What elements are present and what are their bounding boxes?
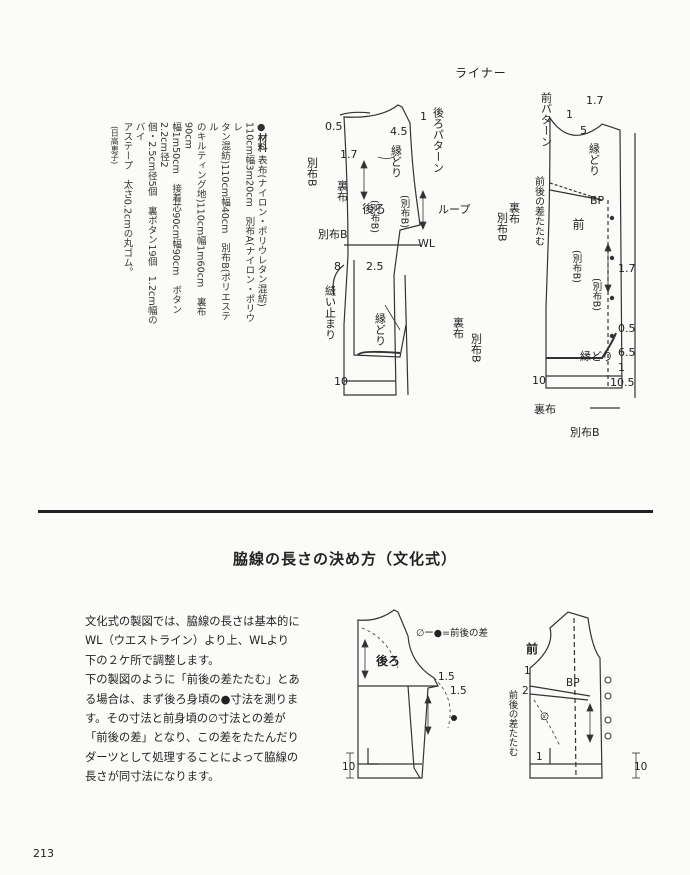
back-label-pattern: 後ろパターン bbox=[432, 106, 445, 173]
measure-dot bbox=[451, 715, 457, 721]
front-label: 前 bbox=[571, 217, 585, 230]
front-num-1: 1 bbox=[566, 108, 573, 121]
materials-line: 幅1m50cm 接着芯90cm幅90cm ボタン2.2cm径2 bbox=[158, 122, 182, 314]
materials-line: 110cm幅3m20cm 別布A(ナイロン・ポリウレ bbox=[231, 122, 255, 323]
materials-author: (日高恵子) bbox=[110, 126, 120, 165]
front-label-lining: 裏布 bbox=[508, 201, 521, 225]
small-back-num-15a: 1.5 bbox=[438, 671, 455, 683]
back-label-other-b3: 別布B bbox=[470, 333, 483, 363]
back-label-lining2: 裏布 bbox=[452, 316, 465, 340]
small-front-num-10: 10 bbox=[634, 761, 647, 773]
front-num-65: 6.5 bbox=[618, 346, 636, 359]
back-label-other-b: 別布B bbox=[318, 228, 348, 241]
front-label-other-b2: 別布B bbox=[570, 426, 600, 439]
front-label-lining2: 裏布 bbox=[534, 402, 556, 416]
materials-line: タン混紡)110cm幅40cm 別布B(ポリエステル bbox=[206, 122, 231, 321]
front-label-bp: BP bbox=[590, 194, 605, 207]
small-front-label-bp: BP bbox=[566, 677, 580, 689]
back-num-1: 1 bbox=[420, 110, 427, 123]
small-back-diagram: 後ろ ∅ー●=前後の差 1.5 1.5 10 bbox=[342, 609, 488, 779]
front-pattern-diagram: 1.7 5 1 1.7 0.5 6.5 1 10.5 10 BP 縁どり 裏布 … bbox=[496, 91, 636, 439]
front-label-edge2: 縁どり bbox=[580, 349, 613, 363]
back-label-edge2: 縁どり bbox=[374, 312, 387, 346]
back-num-25: 2.5 bbox=[366, 260, 384, 273]
paragraph-line: 「前後の差」となり、この差をたたんだり bbox=[85, 731, 299, 745]
back-label-edge: 縁どり bbox=[390, 144, 403, 178]
front-label-other-b: 別布B bbox=[496, 212, 509, 242]
small-front-diagram: 前 BP 1 2 1 10 ∅ 前後の差たたむ bbox=[507, 611, 647, 779]
front-label-fabric-b: (別布B) bbox=[571, 250, 583, 283]
back-label-other-b2: 別布B bbox=[306, 157, 319, 187]
section-paragraph: 文化式の製図では、脇線の長さは基本的に WL（ウエストライン）より上、WLより … bbox=[85, 612, 333, 787]
small-front-num-1b: 1 bbox=[536, 751, 543, 763]
materials-line: 表布(ナイロン・ポリウレタン混紡) bbox=[255, 155, 267, 307]
back-num-8: 8 bbox=[334, 260, 341, 273]
back-num-45: 4.5 bbox=[390, 125, 408, 138]
small-back-legend: ∅ー●=前後の差 bbox=[416, 627, 488, 639]
paragraph-line: る場合は、まず後ろ身頃の●寸法を測りま bbox=[85, 692, 299, 706]
front-num-10: 10 bbox=[532, 374, 546, 387]
paragraph-line: す。その寸法と前身頃の∅寸法との差が bbox=[85, 712, 286, 726]
paragraph-line: ダーツとして処理することによって脇線の bbox=[85, 750, 299, 764]
materials-line: 個・2.5cm径5個 裏ボタン19個 1.2cm幅のバイ bbox=[133, 122, 157, 325]
front-num-05: 0.5 bbox=[618, 322, 636, 335]
section-heading: 脇線の長さの決め方（文化式） bbox=[232, 550, 457, 568]
small-back-label: 後ろ bbox=[376, 653, 400, 668]
small-back-num-10: 10 bbox=[342, 761, 355, 773]
small-back-num-15b: 1.5 bbox=[450, 685, 467, 697]
back-pattern-diagram: 0.5 1 4.5 1.7 8 2.5 10 後ろ ループ WL 別布B 後ろパ… bbox=[306, 104, 483, 396]
back-num-05: 0.5 bbox=[325, 120, 343, 133]
front-num-1b: 1 bbox=[618, 361, 625, 374]
paragraph-line: WL（ウエストライン）より上、WLより bbox=[85, 634, 289, 648]
section-divider bbox=[38, 510, 653, 513]
back-label-lining: 裏布 bbox=[336, 179, 349, 203]
page-number: 213 bbox=[33, 847, 54, 860]
back-label-fabric-b: (別布B) bbox=[399, 195, 411, 228]
paragraph-line: 長さが同寸法になります。 bbox=[85, 770, 220, 784]
front-label-pattern: 前パターン bbox=[540, 91, 553, 147]
paragraph-line: 下の製図のように「前後の差たたむ」とあ bbox=[85, 673, 300, 687]
back-label-fabric-b2: (別布B) bbox=[369, 200, 381, 233]
back-label-sew-stop: 縫い止まり bbox=[324, 284, 337, 340]
front-label-fold: 前後の差たたむ bbox=[533, 175, 545, 246]
small-front-sym: ∅ bbox=[540, 711, 549, 723]
materials-title: ●材料 bbox=[255, 122, 267, 153]
small-front-num-1: 1 bbox=[524, 665, 531, 677]
materials-line: のキルティング地)110cm幅1m60cm 裏布90cm bbox=[182, 122, 206, 317]
liner-title: ライナー bbox=[455, 66, 507, 80]
front-label-edge: 縁どり bbox=[588, 142, 601, 176]
back-num-17: 1.7 bbox=[340, 148, 358, 161]
front-num-5: 5 bbox=[580, 124, 587, 137]
paragraph-line: 文化式の製図では、脇線の長さは基本的に bbox=[85, 615, 300, 628]
small-front-label: 前 bbox=[526, 641, 538, 656]
front-num-17b: 1.7 bbox=[618, 262, 636, 275]
front-label-fabric-b2: (別布B) bbox=[591, 278, 603, 311]
back-label-wl: WL bbox=[418, 237, 436, 250]
back-num-10: 10 bbox=[334, 375, 348, 388]
materials-line: アステープ 太さ0.2cmの丸ゴム。 bbox=[121, 122, 133, 277]
small-front-num-2: 2 bbox=[522, 685, 529, 697]
back-label-loop: ループ bbox=[438, 203, 470, 216]
paragraph-line: 下の２ケ所で調整します。 bbox=[85, 653, 220, 667]
back-label: 後ろ bbox=[362, 202, 386, 216]
materials-list: ●材料 表布(ナイロン・ポリウレタン混紡) 110cm幅3m20cm 別布A(ナ… bbox=[108, 122, 267, 327]
front-num-105: 10.5 bbox=[610, 376, 635, 389]
small-front-label-fold: 前後の差たたむ bbox=[507, 689, 519, 756]
front-num-17a: 1.7 bbox=[586, 94, 604, 107]
